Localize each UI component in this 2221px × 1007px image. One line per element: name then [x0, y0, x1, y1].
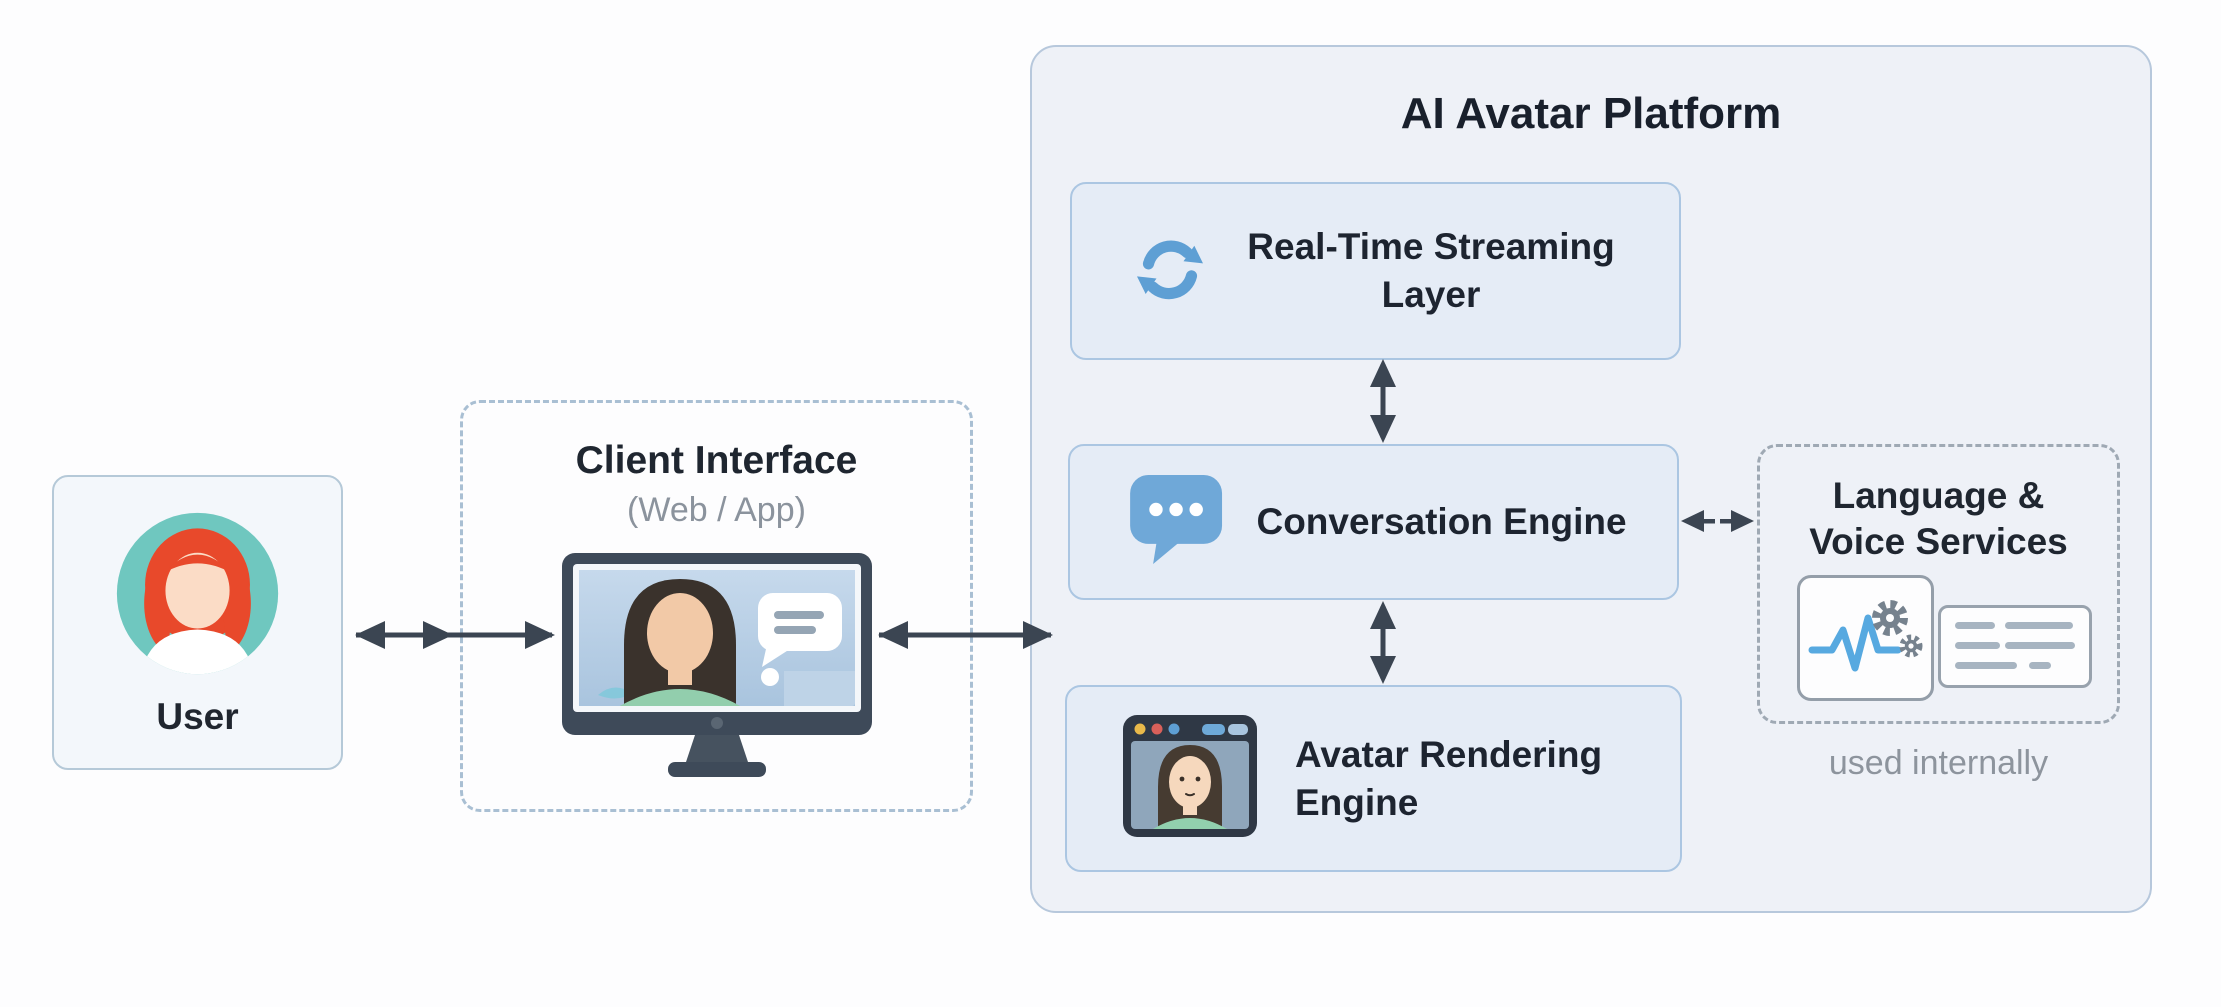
user-label: User	[156, 696, 239, 737]
services-note: used internally	[1828, 744, 2049, 782]
browser-window-avatar-icon	[1123, 715, 1257, 842]
client-interface-subtitle: (Web / App)	[627, 491, 806, 529]
arrow-client-platform	[878, 621, 1053, 649]
platform-title: AI Avatar Platform	[1400, 89, 1782, 138]
sync-icon	[1127, 226, 1213, 317]
document-lines-icon	[1938, 605, 2092, 688]
chat-bubble-icon	[1130, 474, 1226, 570]
arrow-conversation-rendering	[1370, 601, 1396, 684]
arrow-user-client	[355, 621, 555, 649]
rendering-engine-label: Avatar Rendering Engine	[1295, 733, 1603, 823]
ai-avatar-platform-group: AI Avatar Platform Real-Time Streaming L…	[1030, 45, 2152, 913]
arrow-conversation-services	[1681, 510, 1754, 532]
streaming-layer-label: Real-Time Streaming Layer	[1247, 226, 1615, 315]
language-voice-services-node: Language & Voice Services	[1757, 444, 2120, 724]
conversation-engine-label: Conversation Engine	[1256, 501, 1627, 542]
client-interface-node: Client Interface (Web / App)	[460, 400, 973, 812]
streaming-layer-node: Real-Time Streaming Layer	[1070, 182, 1681, 360]
rendering-engine-node: Avatar Rendering Engine	[1065, 685, 1682, 872]
monitor-avatar-icon	[561, 553, 872, 784]
person-avatar-icon	[113, 509, 283, 684]
user-node: User	[52, 475, 343, 770]
conversation-engine-node: Conversation Engine	[1068, 444, 1679, 600]
waveform-gears-icon	[1797, 575, 1934, 701]
services-title: Language & Voice Services	[1809, 475, 2068, 562]
client-interface-title: Client Interface	[575, 439, 858, 482]
arrow-streaming-conversation	[1370, 359, 1396, 443]
